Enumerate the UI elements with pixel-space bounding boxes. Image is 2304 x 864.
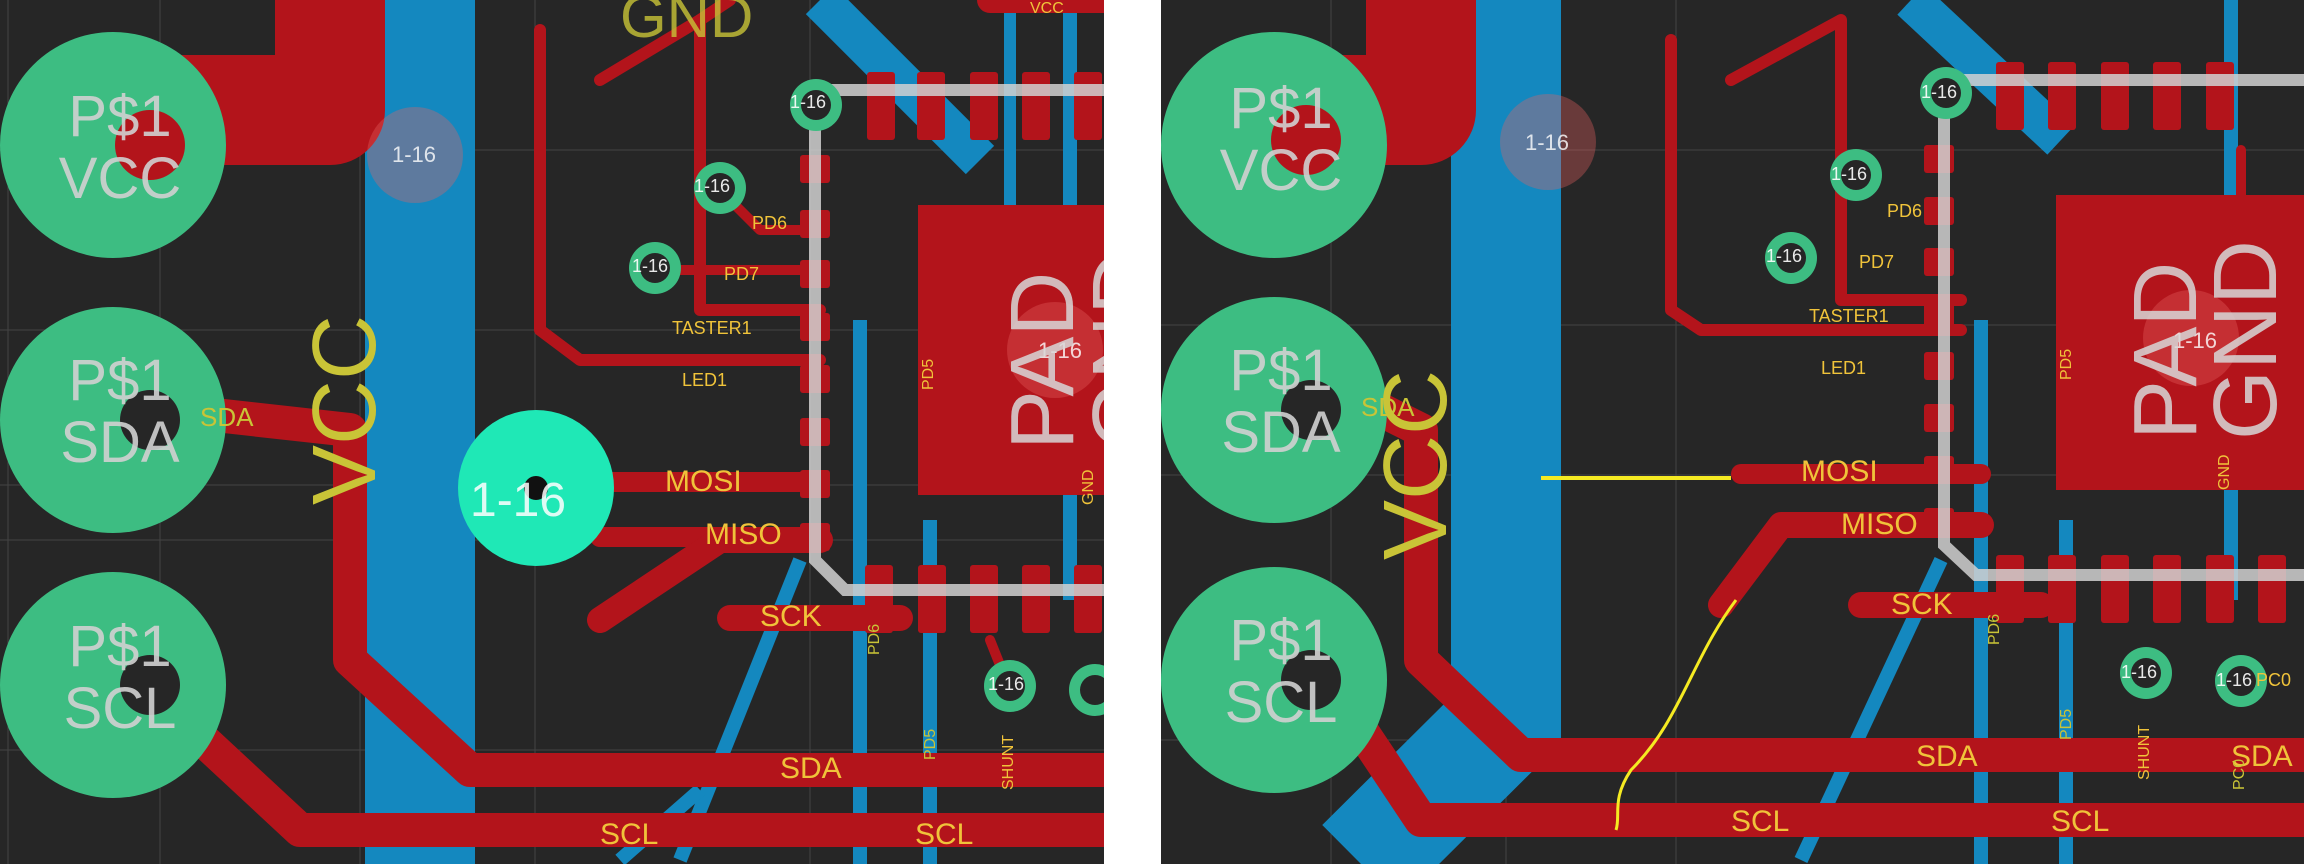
pad-sda-drill: [1281, 380, 1341, 440]
pad-scl-drill: [120, 655, 180, 715]
ic-outline: [1938, 74, 2304, 581]
pcb-canvas-left[interactable]: [0, 0, 1104, 864]
pad-sda[interactable]: [0, 307, 226, 533]
pcb-canvas-right[interactable]: [1161, 0, 2304, 864]
pad-sda[interactable]: [1161, 297, 1387, 523]
pad-vcc-drill: [1271, 105, 1341, 175]
pad-vcc-drill: [115, 110, 185, 180]
pad-gnd: [918, 205, 1104, 495]
pad-sda-drill: [120, 390, 180, 450]
vias: [1500, 67, 2267, 707]
pad-scl[interactable]: [1161, 567, 1387, 793]
pad-scl[interactable]: [0, 572, 226, 798]
pcb-view-left[interactable]: P$1 VCC P$1 SDA P$1 SCL 1-16 1-16 1-16 1…: [0, 0, 1104, 864]
pcb-view-right[interactable]: P$1 VCC P$1 SDA P$1 SCL 1-16 1-16 1-16 1…: [1161, 0, 2304, 864]
via-highlighted-drill: [524, 476, 548, 500]
vias: [367, 79, 1104, 716]
measure-line-curve: [1614, 599, 1738, 831]
pad-gnd: [2056, 195, 2304, 490]
pad-scl-drill: [1281, 650, 1341, 710]
pad-vcc[interactable]: [0, 32, 226, 258]
